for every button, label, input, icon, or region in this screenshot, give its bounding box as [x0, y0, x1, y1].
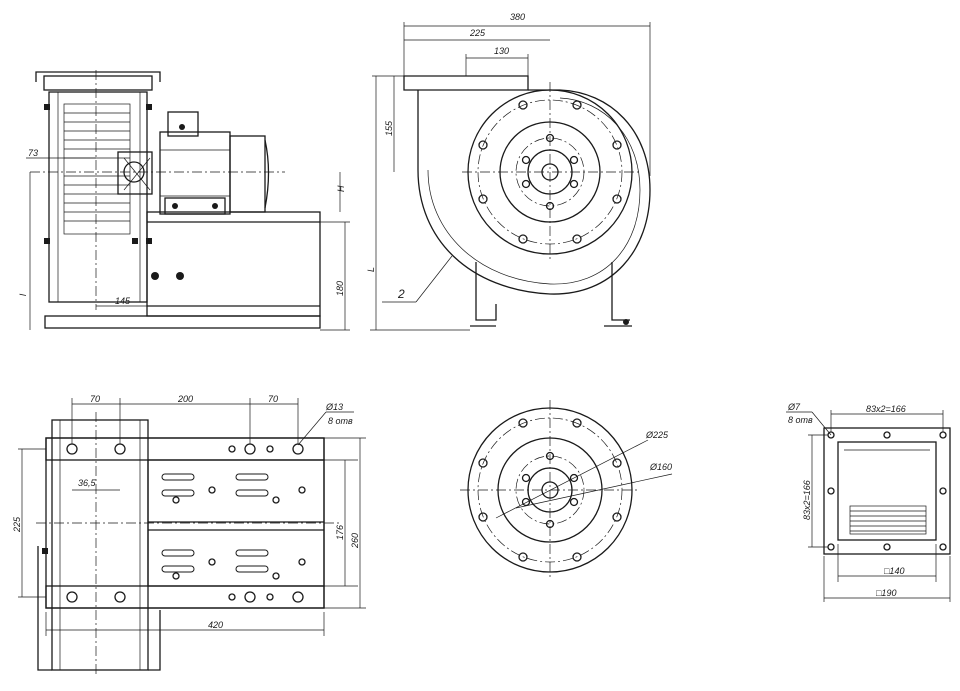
- dim-outlet-190: □190: [876, 588, 896, 598]
- outlet-flange: [823, 427, 951, 555]
- dim-70-right: 70: [268, 394, 278, 404]
- side-view-dimensions: 73 145 H 180 l: [18, 148, 350, 331]
- dim-70-left: 70: [90, 394, 100, 404]
- dim-380: 380: [510, 12, 525, 22]
- dim-l: l: [18, 293, 28, 296]
- motor-slots: [161, 473, 306, 580]
- dim-d225: Ø225: [645, 430, 669, 440]
- plan-view-dimensions: 70 200 70 Ø13 8 отв 36,5 225 176 260 420: [12, 394, 366, 636]
- dim-420: 420: [208, 620, 223, 630]
- flange-view: Ø225 Ø160: [460, 400, 673, 580]
- dim-hole-d13: Ø13: [325, 402, 343, 412]
- plan-view: 70 200 70 Ø13 8 отв 36,5 225 176 260 420: [12, 394, 366, 676]
- dim-260: 260: [350, 533, 360, 549]
- dim-180: 180: [335, 281, 345, 296]
- flange-view-dimensions: Ø225 Ø160: [495, 430, 673, 519]
- frame-mounting-holes: [66, 443, 304, 603]
- dim-d160: Ø160: [649, 462, 672, 472]
- dim-outlet-pitch-h: 83x2=166: [866, 404, 906, 414]
- fan-housing: [48, 91, 148, 303]
- dim-225-frame: 225: [12, 516, 22, 533]
- dim-145: 145: [115, 296, 131, 306]
- dim-36-5: 36,5: [78, 478, 97, 488]
- dim-L: L: [366, 267, 376, 272]
- dim-176: 176: [335, 525, 345, 540]
- front-view: 380 225 130 155 L 2: [366, 12, 651, 331]
- dim-H: H: [336, 185, 346, 192]
- dim-outlet-pitch-v: 83x2=166: [802, 480, 812, 520]
- dim-155: 155: [384, 120, 394, 136]
- dim-outlet-d7: Ø7: [787, 402, 801, 412]
- impeller-blades: [63, 103, 131, 235]
- base-frame: [44, 211, 321, 329]
- dim-130: 130: [494, 46, 509, 56]
- dim-outlet-hole-count: 8 отв: [788, 415, 813, 425]
- dim-outlet-140: □140: [884, 566, 904, 576]
- outlet-impeller: [849, 505, 927, 535]
- front-view-dimensions: 380 225 130 155 L 2: [366, 12, 651, 331]
- outlet-view-dimensions: 83x2=166 83x2=166 Ø7 8 отв □140 □190: [786, 402, 951, 602]
- housing-bolts: [44, 104, 152, 244]
- outlet-view: 83x2=166 83x2=166 Ø7 8 отв □140 □190: [786, 402, 951, 602]
- dim-hole-count: 8 отв: [328, 416, 353, 426]
- dim-200: 200: [177, 394, 193, 404]
- dim-225: 225: [469, 28, 486, 38]
- callout-2: 2: [397, 287, 405, 301]
- flange-bolt-holes: [478, 100, 622, 244]
- side-view: 73 145 H 180 l: [18, 70, 350, 331]
- motor: [159, 111, 270, 215]
- dim-73: 73: [28, 148, 38, 158]
- volute-casing: [417, 89, 651, 295]
